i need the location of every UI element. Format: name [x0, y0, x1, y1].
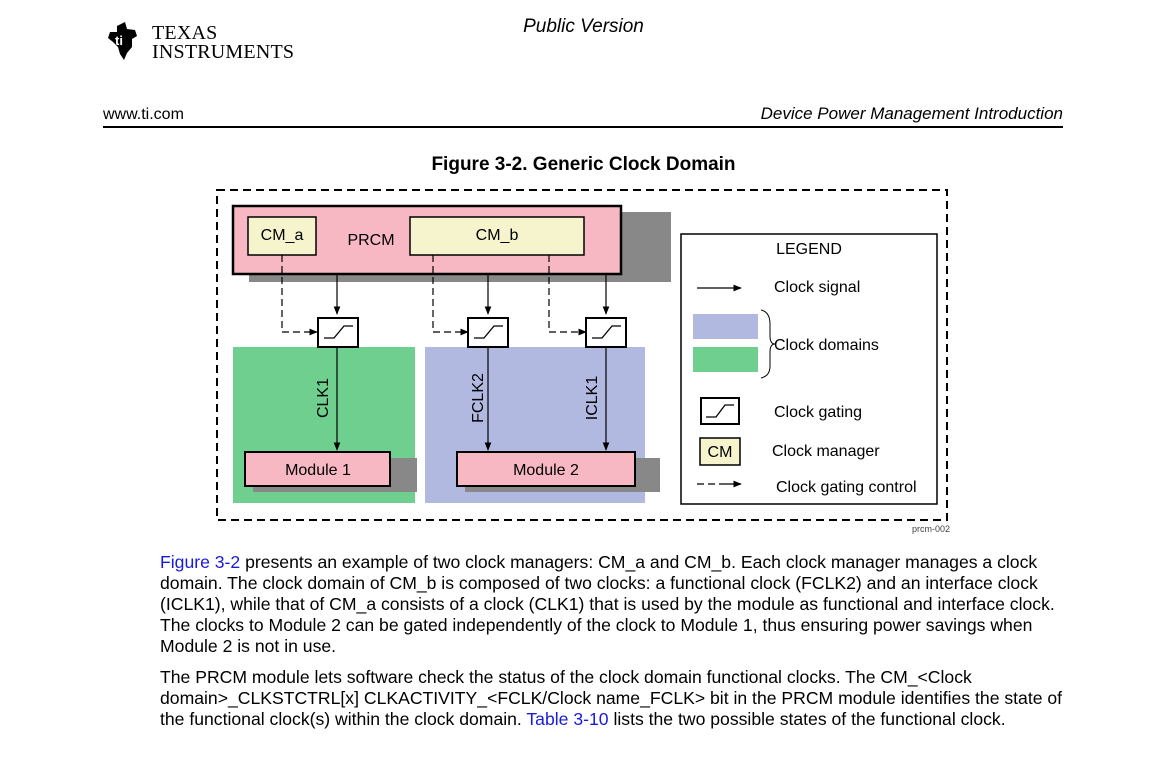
public-version-label: Public Version [523, 16, 644, 37]
figure-border [216, 189, 948, 521]
legend-clock-signal: Clock signal [774, 279, 860, 296]
legend-cm-badge: CM [708, 444, 733, 461]
legend-title: LEGEND [776, 241, 842, 258]
section-title: Device Power Management Introduction [760, 104, 1063, 123]
module1-box [244, 451, 391, 487]
legend-clock-manager: Clock manager [772, 443, 880, 460]
ti-logo: ti TEXAS INSTRUMENTS [105, 20, 294, 64]
website-link[interactable]: www.ti.com [103, 106, 184, 123]
logo-line2: INSTRUMENTS [152, 41, 295, 63]
prcm-label: PRCM [347, 232, 394, 249]
fclk2-label: FCLK2 [470, 373, 487, 423]
ti-logo-icon: ti [108, 22, 137, 60]
logo-line1: TEXAS [152, 22, 218, 44]
figure-title: Figure 3-2. Generic Clock Domain [431, 154, 736, 175]
clock-gate-fclk2 [467, 317, 509, 348]
module1-label: Module 1 [285, 462, 351, 479]
clk1-label: CLK1 [315, 378, 332, 418]
legend-clock-gating-control: Clock gating control [776, 479, 917, 496]
paragraph-2: The PRCM module lets software check the … [160, 667, 1070, 730]
iclk1-label: ICLK1 [584, 376, 601, 421]
module2-label: Module 2 [513, 462, 579, 479]
clock-gate-iclk1 [585, 317, 627, 348]
table-3-10-link[interactable]: Table 3-10 [526, 709, 609, 729]
cm-a-label: CM_a [261, 227, 304, 244]
clock-gate-clk1 [317, 317, 359, 348]
cm-b-box [409, 216, 585, 256]
figure-3-2-link[interactable]: Figure 3-2 [160, 552, 241, 572]
legend-clock-gating: Clock gating [774, 404, 862, 421]
paragraph-1: Figure 3-2 presents an example of two cl… [160, 552, 1070, 657]
figure-code: prcm-002 [912, 524, 950, 534]
cm-b-label: CM_b [476, 227, 519, 244]
cm-a-box [247, 216, 317, 256]
paragraph-2-text-after: lists the two possible states of the fun… [608, 709, 1006, 729]
module2-box [456, 451, 636, 487]
paragraph-1-text: presents an example of two clock manager… [160, 552, 1055, 656]
legend-clock-domains: Clock domains [774, 337, 879, 354]
svg-text:ti: ti [115, 33, 123, 48]
paragraph-2-text-before: The PRCM module lets software check the … [160, 667, 1063, 729]
legend: LEGEND Clock signal Clock domains Clock … [680, 233, 938, 505]
clock-domain-diagram: CM_a PRCM CM_b CLK1 FCLK2 ICLK1 Module 1… [216, 189, 950, 534]
header-rule [103, 126, 1063, 128]
